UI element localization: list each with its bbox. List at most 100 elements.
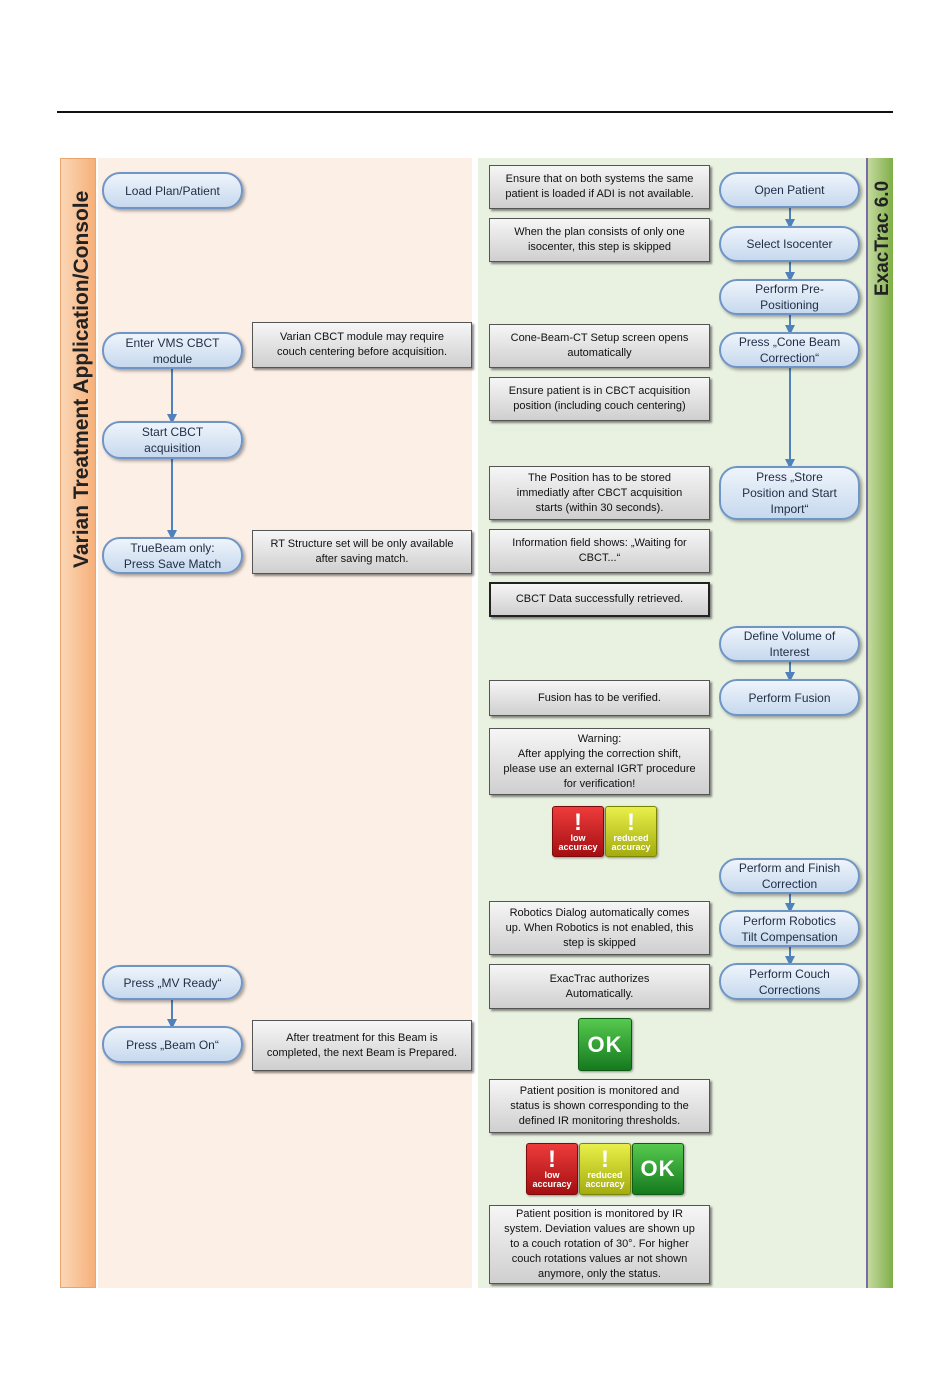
low-accuracy-icon: ! low accuracy <box>526 1143 578 1195</box>
ok-status-icon: OK <box>578 1018 632 1071</box>
icon-glyph: OK <box>640 1156 676 1181</box>
note-line: CBCT...“ <box>578 552 621 564</box>
step-line: Position and Start <box>742 486 837 500</box>
perform-fusion-label: Perform Fusion <box>748 690 831 705</box>
step-line: Press „Store <box>756 470 823 484</box>
beam-on-label: Press „Beam On“ <box>126 1037 219 1052</box>
cbct-centering-note: Varian CBCT module may require couch cent… <box>252 322 472 368</box>
enter-cbct-label-1: Enter VMS CBCT <box>125 335 220 350</box>
exactrac-lane-header <box>866 158 893 1288</box>
step-line: Press „Cone Beam <box>738 335 841 349</box>
note-line: up. When Robotics is not enabled, this <box>505 921 694 934</box>
truebeam-label-1: TrueBeam only: <box>130 540 215 555</box>
step-line: Positioning <box>760 298 819 312</box>
note-line: to a couch rotation of 30°. For higher <box>510 1238 689 1250</box>
start-cbct-step: Start CBCT acquisition <box>102 421 243 459</box>
note-line: isocenter, this step is skipped <box>527 241 672 253</box>
note-line: couch centering before acquisition. <box>277 346 447 358</box>
icon-glyph: ! <box>627 808 635 836</box>
note-line: Automatically. <box>565 987 634 1000</box>
setup-screen-note: Cone-Beam-CT Setup screen opens automatic… <box>489 324 710 368</box>
select-isocenter-step: Select Isocenter <box>719 226 860 262</box>
note-line: patient is loaded if ADI is not availabl… <box>505 188 694 200</box>
note-line: defined IR monitoring thresholds. <box>518 1114 681 1127</box>
note-line: anymore, only the status. <box>538 1268 661 1280</box>
step-line: Corrections <box>758 982 821 997</box>
load-plan-label: Load Plan/Patient <box>125 183 220 198</box>
robotics-dialog-note: Robotics Dialog automatically comes up. W… <box>489 901 710 955</box>
perform-fusion-step: Perform Fusion <box>719 679 860 716</box>
note-line: completed, the next Beam is Prepared. <box>266 1046 458 1059</box>
ok-status-icon: OK <box>632 1143 684 1195</box>
note-line: immediatly after CBCT acquisition <box>516 486 683 499</box>
load-plan-step: Load Plan/Patient <box>102 172 243 209</box>
reduced-accuracy-icon: ! reduced accuracy <box>579 1143 631 1195</box>
truebeam-label-2: Press Save Match <box>123 556 222 571</box>
note-line: After treatment for this Beam is <box>286 1031 438 1044</box>
note-line: couch rotations values ar not shown <box>511 1253 688 1265</box>
step-line: Perform Robotics <box>743 913 836 928</box>
note-line: step is skipped <box>563 936 636 949</box>
note-line: Varian CBCT module may require <box>279 331 445 343</box>
icon-caption: accuracy <box>558 841 598 852</box>
note-line: Warning: <box>577 732 622 745</box>
note-line: automatically <box>567 347 632 359</box>
fusion-verify-note: Fusion has to be verified. <box>489 680 710 716</box>
note-line: RT Structure set will be only available <box>270 538 454 550</box>
note-line: When the plan consists of only one <box>514 226 685 238</box>
same-patient-note: Ensure that on both systems the same pati… <box>489 165 710 209</box>
cbct-retrieved-note: CBCT Data successfully retrieved. <box>489 582 710 617</box>
after-treatment-note: After treatment for this Beam is complete… <box>252 1020 472 1071</box>
open-patient-step: Open Patient <box>719 172 860 208</box>
icon-glyph: ! <box>548 1146 556 1173</box>
note-line: After applying the correction shift, <box>517 747 682 760</box>
icon-glyph: ! <box>601 1146 609 1173</box>
step-line: Tilt Compensation <box>741 929 838 944</box>
one-isocenter-note: When the plan consists of only one isocen… <box>489 218 710 262</box>
note-line: for verification! <box>563 777 636 790</box>
note-line: Ensure that on both systems the same <box>505 173 694 185</box>
step-line: Correction“ <box>759 351 820 365</box>
varian-lane-header <box>60 158 96 1288</box>
note-line: Patient position is monitored by IR <box>516 1208 683 1220</box>
note-line: position (including couch centering) <box>513 400 686 412</box>
step-line: Perform Couch <box>749 966 830 981</box>
header-rule <box>57 111 893 113</box>
low-accuracy-icon: ! low accuracy <box>552 806 604 857</box>
icon-caption: reduced <box>613 832 649 843</box>
select-isocenter-label: Select Isocenter <box>746 237 833 251</box>
open-patient-label: Open Patient <box>754 183 825 197</box>
note-line: Information field shows: „Waiting for <box>512 537 687 549</box>
note-line: starts (within 30 seconds). <box>535 501 664 514</box>
icon-caption: accuracy <box>611 841 651 852</box>
start-cbct-label-1: Start CBCT <box>141 425 204 439</box>
note-line: Ensure patient is in CBCT acquisition <box>508 385 691 397</box>
icon-caption: low <box>570 832 586 843</box>
note-line: please use an external IGRT procedure <box>503 762 696 775</box>
mv-ready-step: Press „MV Ready“ <box>102 965 243 1000</box>
beam-on-step: Press „Beam On“ <box>102 1026 243 1063</box>
start-cbct-label-2: acquisition <box>144 441 201 455</box>
icon-glyph: OK <box>587 1031 623 1057</box>
step-line: Perform Pre- <box>755 282 824 296</box>
step-line: Perform and Finish <box>738 861 841 875</box>
note-line: Fusion has to be verified. <box>538 691 661 704</box>
note-line: Cone-Beam-CT Setup screen opens <box>510 332 689 344</box>
truebeam-save-step: TrueBeam only:Press Save Match <box>102 537 243 574</box>
icon-caption: reduced <box>587 1170 623 1180</box>
note-line: CBCT Data successfully retrieved. <box>515 593 684 605</box>
step-line: Interest <box>769 645 810 659</box>
warning-note: Warning: After applying the correction sh… <box>489 728 710 795</box>
note-line: Robotics Dialog automatically comes <box>509 906 690 919</box>
